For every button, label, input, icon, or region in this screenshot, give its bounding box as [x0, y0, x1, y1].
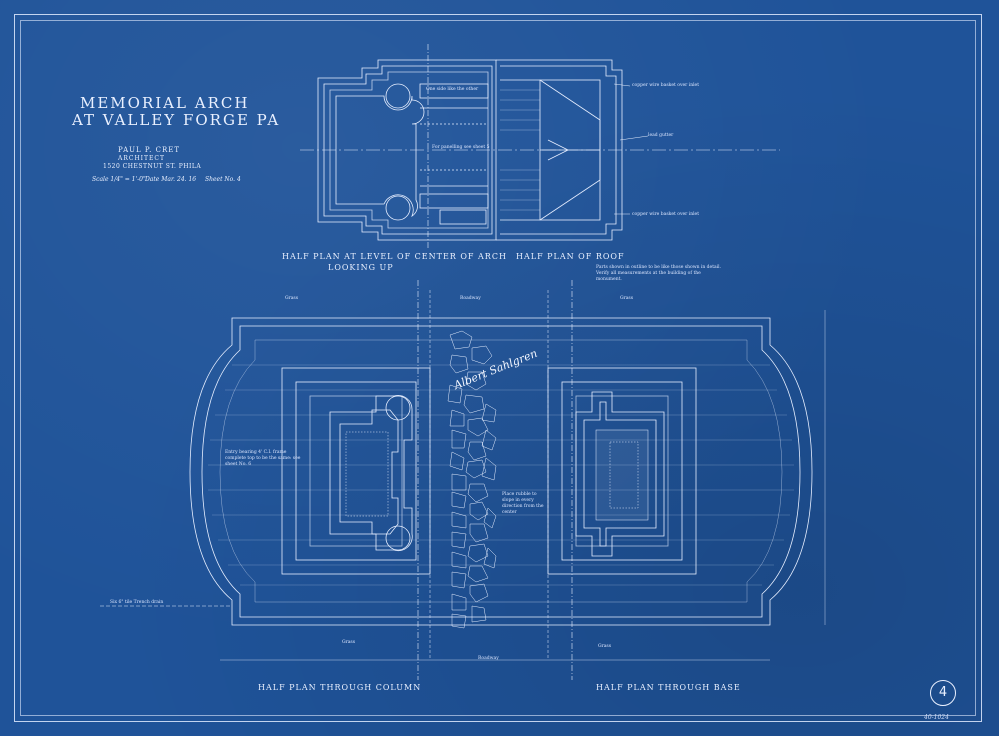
drawing-title-line1: MEMORIAL ARCH	[80, 94, 250, 112]
sheet-number-badge: 4	[930, 680, 956, 706]
rubble-paving	[429, 290, 549, 660]
note-copper-basket-bottom: copper wire basket over inlet	[632, 212, 700, 217]
note-grass-top-right: Grass	[620, 296, 634, 301]
drawing-title-line2: AT VALLEY FORGE PA	[72, 111, 281, 129]
bottom-plan-column	[281, 367, 431, 575]
architect-name: PAUL P. CRET	[118, 146, 181, 154]
catalog-number: 40-1024	[924, 714, 949, 721]
note-entry: Entry bearing 4' C.I. frame complete top…	[225, 450, 301, 467]
bottom-plan-outline	[100, 310, 826, 661]
label-looking-up: LOOKING UP	[328, 263, 394, 272]
note-one-side: One side like the other	[426, 87, 479, 92]
sheet-border-inner	[20, 20, 976, 716]
note-grass-top-left: Grass	[285, 296, 299, 301]
architect-title: ARCHITECT	[118, 155, 166, 162]
label-center-of-arch: HALF PLAN AT LEVEL OF CENTER OF ARCH	[282, 252, 507, 261]
note-trench: Six 6" tile Trench drain	[110, 600, 164, 605]
bottom-plan-base	[547, 367, 697, 575]
architect-address: 1520 CHESTNUT ST. PHILA	[103, 163, 202, 170]
axis-lines	[417, 44, 573, 680]
note-roadway-top: Roadway	[460, 296, 481, 301]
label-base: HALF PLAN THROUGH BASE	[596, 683, 741, 692]
top-plan-roof	[496, 59, 649, 241]
note-roadway-bottom: Roadway	[478, 656, 499, 661]
note-copper-basket-top: copper wire basket over inlet	[632, 83, 700, 88]
note-roof: Parts shown in outline to be like those …	[596, 265, 722, 282]
note-grass-bottom-left: Grass	[342, 640, 356, 645]
sheet-number-text: Sheet No. 4	[205, 176, 241, 183]
note-grass-bottom-right: Grass	[598, 644, 612, 649]
drawing-date: Date Mar. 24. 16	[145, 176, 197, 183]
note-lead-gutter: lead gutter	[648, 133, 674, 138]
drawing-scale: Scale 1/4" = 1'-0"	[92, 176, 146, 183]
label-roof: HALF PLAN OF ROOF	[516, 252, 625, 261]
note-rubble: Place rubble to slope in every direction…	[502, 492, 544, 515]
sheet-border-outer	[14, 14, 982, 722]
note-panelling: For panelling see sheet 5	[432, 145, 490, 150]
label-column: HALF PLAN THROUGH COLUMN	[258, 683, 422, 692]
